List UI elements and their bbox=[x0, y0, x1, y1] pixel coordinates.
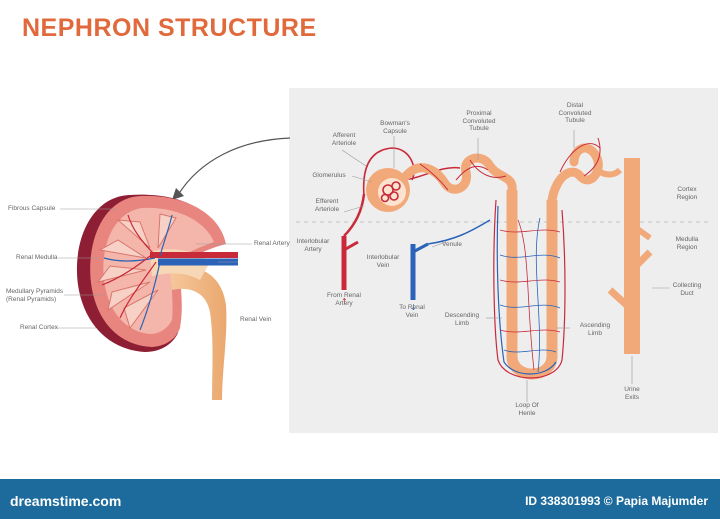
page-title: NEPHRON STRUCTURE bbox=[22, 14, 317, 42]
ureter bbox=[170, 266, 227, 400]
distal-tubule-capillaries bbox=[559, 137, 601, 177]
label-renal-artery: Renal Artery bbox=[254, 240, 290, 247]
label-efferent-arteriole: Efferent Arteriole bbox=[314, 198, 340, 213]
label-proximal-tubule: Proximal Convoluted Tubule bbox=[462, 110, 496, 132]
nephron-illustration: ↑ ↓ bbox=[296, 130, 710, 402]
label-ascending-limb: Ascending Limb bbox=[579, 322, 611, 337]
label-from-renal-artery: From Renal Artery bbox=[327, 292, 361, 307]
label-medullary-pyramids: Medullary Pyramids (Renal Pyramids) bbox=[6, 288, 64, 303]
glomerulus bbox=[380, 181, 401, 203]
svg-text:↓: ↓ bbox=[410, 303, 417, 312]
label-interlobular-artery: Interlobular Artery bbox=[296, 238, 330, 253]
label-fibrous-capsule: Fibrous Capsule bbox=[8, 205, 56, 212]
stock-footer-bar: dreamstime.com ID 338301993 © Papia Maju… bbox=[0, 479, 720, 519]
svg-text:↑: ↑ bbox=[341, 297, 348, 306]
label-loop-of-henle: Loop Of Henle bbox=[515, 402, 539, 417]
label-venule: Venule bbox=[442, 241, 462, 248]
kidney-leaders bbox=[56, 208, 252, 329]
kidney-illustration bbox=[56, 194, 252, 400]
label-bowmans-capsule: Bowman's Capsule bbox=[380, 120, 410, 135]
stock-logo[interactable]: dreamstime.com bbox=[10, 493, 122, 509]
pointer-arrowhead bbox=[172, 188, 184, 200]
label-collecting-duct: Collecting Duct bbox=[672, 282, 702, 297]
label-renal-medulla: Renal Medulla bbox=[16, 254, 58, 261]
label-interlobular-vein: Interlobular Vein bbox=[366, 254, 400, 269]
label-glomerulus: Glomerulus bbox=[312, 172, 346, 179]
diagram-artwork: ↑ ↓ bbox=[56, 130, 710, 402]
proximal-tubule-capillaries bbox=[419, 159, 507, 191]
nephron-leaders bbox=[341, 130, 670, 402]
vasa-recta bbox=[499, 217, 561, 373]
kidney-vessels bbox=[101, 214, 173, 331]
label-medulla-region: Medulla Region bbox=[675, 236, 699, 251]
label-distal-tubule: Distal Convoluted Tubule bbox=[558, 102, 592, 124]
proximal-tubule bbox=[401, 153, 517, 195]
label-descending-limb: Descending Limb bbox=[444, 312, 480, 327]
label-to-renal-vein: To Renal Vein bbox=[399, 304, 425, 319]
nephron-panel bbox=[289, 88, 718, 433]
label-renal-cortex: Renal Cortex bbox=[20, 324, 58, 331]
distal-tubule bbox=[547, 143, 603, 205]
label-cortex-region: Cortex Region bbox=[676, 186, 698, 201]
pointer-arrow bbox=[177, 137, 291, 196]
label-urine-exits: Urine Exits bbox=[624, 386, 640, 401]
label-afferent-arteriole: Afferent Arteriole bbox=[331, 132, 357, 147]
image-credit: ID 338301993 © Papia Majumder bbox=[525, 494, 708, 508]
label-renal-vein: Renal Vein bbox=[240, 316, 272, 323]
